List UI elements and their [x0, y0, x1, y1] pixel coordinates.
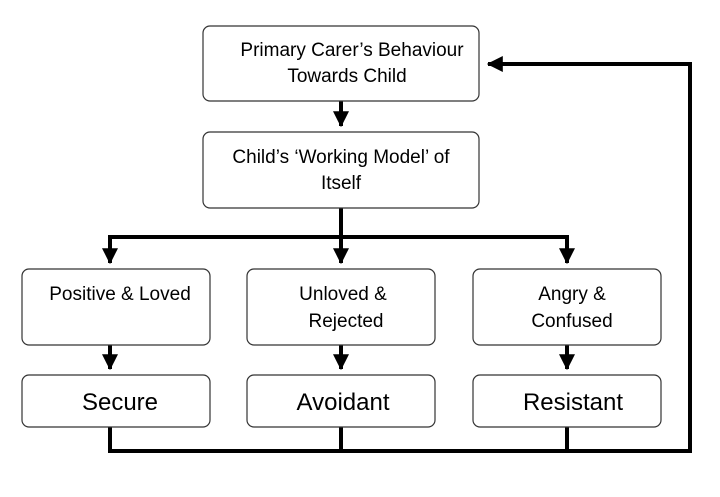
model-label-line2: Itself [321, 173, 362, 194]
box-carer [202, 25, 480, 102]
labels: Primary Carer’s Behaviour Towards Child … [49, 40, 623, 416]
box-avoidant [246, 374, 436, 428]
unloved-label-line2: Rejected [309, 311, 384, 332]
box-secure [21, 374, 211, 428]
connectors [102, 56, 692, 453]
positive-label: Positive & Loved [49, 284, 191, 305]
model-label-line1: Child’s ‘Working Model’ of [232, 147, 450, 168]
resistant-label: Resistant [523, 389, 623, 416]
carer-label-line2: Towards Child [287, 66, 406, 87]
box-positive [21, 268, 211, 346]
box-unloved [246, 268, 436, 346]
angry-label-line2: Confused [531, 311, 612, 332]
box-resistant [472, 374, 662, 428]
box-model [202, 131, 480, 209]
secure-label: Secure [82, 389, 158, 416]
avoidant-label: Avoidant [297, 389, 390, 416]
boxes [21, 25, 662, 428]
angry-label-line1: Angry & [538, 284, 606, 305]
unloved-label-line1: Unloved & [299, 284, 387, 305]
feedback-loop [108, 56, 692, 453]
carer-label-line1: Primary Carer’s Behaviour [240, 40, 464, 61]
box-angry [472, 268, 662, 346]
